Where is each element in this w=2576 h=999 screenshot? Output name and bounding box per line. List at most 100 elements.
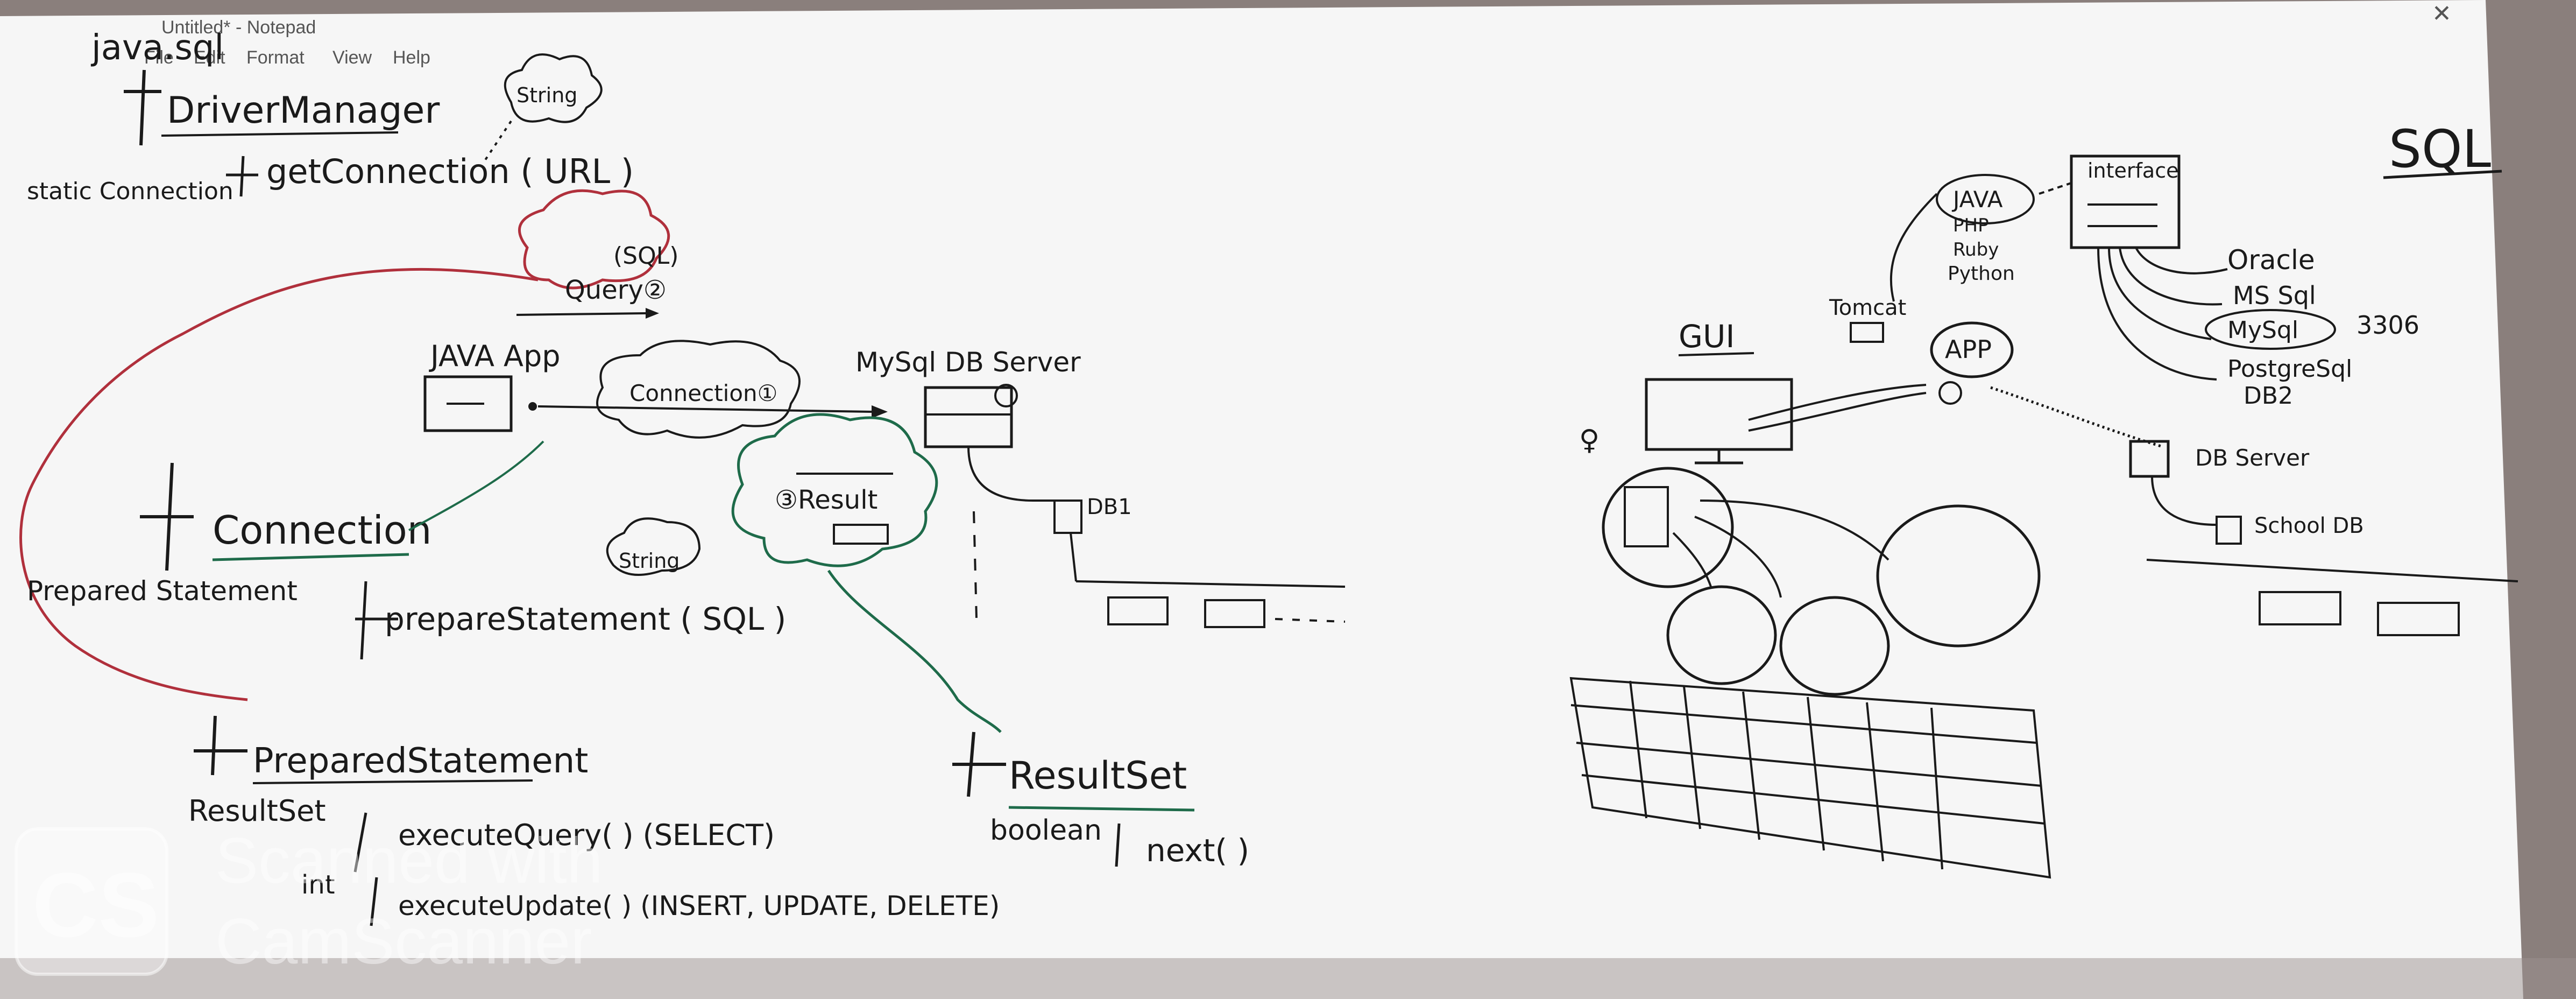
connection-class-label: Connection [213,508,431,553]
interface-document [2070,154,2181,249]
camscanner-logo-text: CS [32,854,159,956]
plus-marker-vertical [139,69,146,146]
symbols-ellipse-1 [1666,585,1777,685]
data-grid-sketch [1569,677,2051,879]
string-cloud-1: String [483,53,603,163]
query-arrow-head [646,308,659,319]
table-icon-3 [2259,591,2341,625]
connection-arrow [537,405,872,413]
interface-label: interface [2087,159,2178,182]
static-connection-label: static Connection [27,178,233,205]
db1-block: DB1 [1053,495,1346,628]
package-label: java.sql [90,28,224,68]
get-connection-method: getConnection ( URL ) [266,152,634,191]
menu-format[interactable]: Format [246,47,305,68]
driver-manager-class: DriverManager [167,89,440,132]
query-arrow [516,312,646,316]
execute-query-method: executeQuery( ) (SELECT) [398,818,775,852]
red-flow-curve [19,268,539,701]
table-icon-1 [1107,596,1169,625]
prepare-statement-row: String Prepared Statement prepareStateme… [27,517,786,660]
prepared-statement-class: PreparedStatement ResultSet executeQuery… [188,715,1000,926]
language-php: PHP [1953,215,1989,236]
app-label: APP [1945,335,1992,364]
prepared-statement-type: Prepared Statement [27,575,298,607]
db-mssql: MS Sql [2233,281,2316,310]
menu-help[interactable]: Help [393,47,430,68]
app-bubble [1930,321,2014,378]
tomcat-label: Tomcat [1829,296,1906,320]
language-ruby: Ruby [1953,239,1999,261]
menu-file[interactable]: File [144,47,174,68]
java-sql-notes: java.sql DriverManager static Connection… [27,28,634,205]
user-icon: ♀ [1579,424,1600,456]
db-mysql: MySql [2227,316,2298,344]
close-icon[interactable]: ✕ [2432,1,2452,27]
prepare-statement-method: prepareStatement ( SQL ) [385,601,786,637]
shadow-band [0,958,2576,999]
db1-label: DB1 [1087,495,1132,519]
port-label: 3306 [2356,311,2419,340]
school-db-icon [2216,516,2242,545]
connection-cloud: Connection① [537,340,888,439]
java-bubble [1936,174,2035,224]
java-app-box [423,375,513,432]
result-label: ③Result [775,485,877,515]
architecture-sketch: SQL interface JAVA PHP Ruby Python Tomca… [1569,119,2518,879]
string-label-1: String [516,83,577,107]
mysql-server-label: MySql DB Server [855,347,1081,378]
mysql-bubble [2205,309,2336,350]
db-postgresql: PostgreSql [2227,355,2352,383]
green-flow-curve [827,569,1002,733]
watermark-line-2: CamScanner [215,905,592,977]
connection-class: Connection [140,440,544,571]
whiteboard-surface [0,0,2523,999]
prepared-statement-label: PreparedStatement [253,741,588,781]
db-server-icon [2129,440,2170,478]
db-oracle: Oracle [2227,244,2315,276]
java-app-label: JAVA App [429,339,561,373]
menu-edit[interactable]: Edit [194,47,225,68]
next-method: next( ) [1146,832,1249,869]
sql-label: (SQL) [613,242,678,270]
language-java: JAVA [1951,186,2003,213]
notepad-title: Untitled* - Notepad [161,17,316,38]
client-ellipse [1602,467,1734,588]
connection-label: Connection① [629,380,777,406]
tomcat-icon [1850,322,1884,343]
school-db-label: School DB [2254,513,2364,538]
resultset-class: ResultSet boolean next( ) [952,731,1249,869]
gear-icon [994,384,1018,407]
camscanner-watermark: CS Scanned with CamScanner [15,825,603,977]
symbols-ellipse-2 [1779,596,1890,696]
driver-manager-underline [161,131,399,137]
execute-update-method: executeUpdate( ) (INSERT, UPDATE, DELETE… [398,890,1000,921]
query-label: Query② [565,275,667,305]
sql-title: SQL [2389,119,2491,179]
table-icon-2 [1204,599,1265,628]
mysql-server-block: MySql DB Server [855,347,1081,620]
watermark-line-1: Scanned with [215,825,603,897]
int-return-type: int [301,870,335,900]
java-app-block: JAVA App [423,339,561,432]
sql-query-cloud: (SQL) Query② [516,189,678,319]
notepad-projection: Untitled* - Notepad File Edit Format Vie… [144,1,2452,68]
result-grid-icon [833,524,889,545]
sun-icon [1938,381,1962,405]
symbols-ellipse-3 [1876,504,2041,648]
db1-icon [1053,500,1082,534]
language-python: Python [1948,263,2015,285]
camscanner-logo [15,827,168,976]
table-icon-4 [2377,602,2460,636]
resultset-return-type: ResultSet [188,794,326,828]
connection-arrow-head [872,405,888,418]
gui-label: GUI [1679,318,1735,355]
resultset-class-label: ResultSet [1009,754,1187,798]
plus-marker-2-vertical [239,156,245,197]
boolean-return-type: boolean [990,814,1102,847]
string-label-2: String [619,549,680,573]
menu-view[interactable]: View [332,47,372,68]
db-server-label: DB Server [2195,445,2310,471]
result-cloud: ③Result [731,413,1002,733]
